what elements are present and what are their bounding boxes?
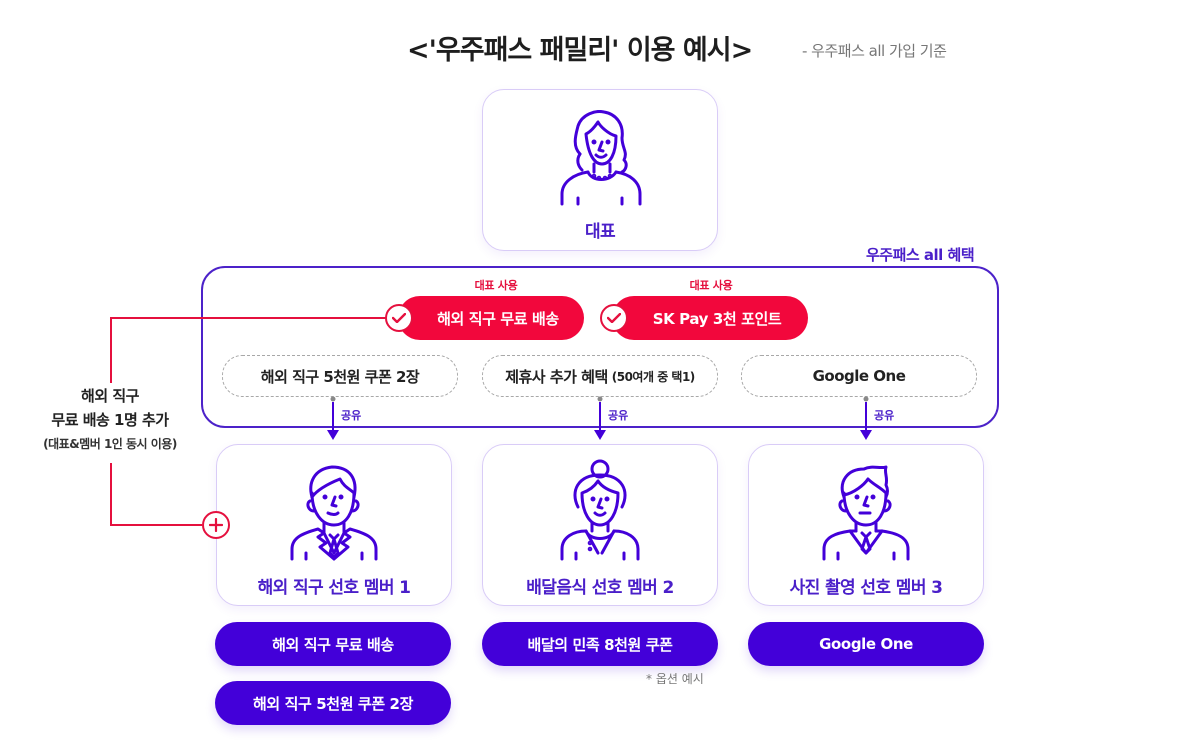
member-benefit-label: 배달의 민족 8천원 쿠폰 [527,635,673,654]
member-label: 배달음식 선호 멤버 2 [526,578,674,598]
share-label: 공유 [341,409,362,422]
representative-label: 대표 [584,222,616,242]
check-circle-icon [600,304,628,332]
member2-benefit-baemin[interactable]: 배달의 민족 8천원 쿠폰 [482,622,718,666]
page-title: <'우주패스 패밀리' 이용 예시> [407,35,753,66]
rep-benefit-label: SK Pay 3천 포인트 [652,309,782,328]
shared-benefit-coupon[interactable]: 해외 직구 5천원 쿠폰 2장 [222,355,458,397]
side-note-line2: 무료 배송 1명 추가 [51,411,169,429]
share-arrow-3 [860,396,872,440]
man-sweater-avatar-icon [822,465,910,561]
member-card-2: 배달음식 선호 멤버 2 [482,444,718,606]
rep-benefit-overseas-shipping[interactable]: 해외 직구 무료 배송 [398,296,584,340]
man-suit-avatar-icon [290,465,378,561]
option-note: * 옵션 예시 [646,672,704,686]
share-label: 공유 [608,409,629,422]
benefits-caption: 우주패스 all 혜택 [866,246,975,264]
page-subtitle: - 우주패스 all 가입 기준 [802,42,947,60]
shared-benefit-google-one[interactable]: Google One [741,355,977,397]
rep-use-tag: 대표 사용 [474,279,518,292]
representative-card: 대표 [482,89,718,251]
share-label: 공유 [874,409,895,422]
member-card-3: 사진 촬영 선호 멤버 3 [748,444,984,606]
plus-circle-icon [202,511,230,539]
shared-benefit-note: (50여개 중 택1) [611,369,696,384]
shared-benefit-label: Google One [812,367,906,385]
member-label: 해외 직구 선호 멤버 1 [257,578,411,598]
side-note: 해외 직구 무료 배송 1명 추가 (대표&멤버 1인 동시 이용) [20,384,200,452]
shared-benefit-label: 해외 직구 5천원 쿠폰 2장 [260,367,420,386]
share-arrow-2 [594,396,606,440]
rep-benefit-label: 해외 직구 무료 배송 [437,309,559,328]
member-benefit-label: Google One [819,635,913,653]
woman-bun-avatar-icon [560,459,640,561]
member1-benefit-shipping[interactable]: 해외 직구 무료 배송 [215,622,451,666]
woman-long-hair-avatar-icon [560,110,642,206]
shared-benefit-partner[interactable]: 제휴사 추가 혜택 (50여개 중 택1) [482,355,718,397]
check-circle-icon [385,304,413,332]
member-card-1: 해외 직구 선호 멤버 1 [216,444,452,606]
shared-benefit-label: 제휴사 추가 혜택 [505,367,608,386]
member1-benefit-coupon[interactable]: 해외 직구 5천원 쿠폰 2장 [215,681,451,725]
rep-use-tag: 대표 사용 [689,279,733,292]
member3-benefit-google-one[interactable]: Google One [748,622,984,666]
side-note-line3: (대표&멤버 1인 동시 이용) [43,437,177,451]
share-arrow-1 [327,396,339,440]
rep-benefit-skpay-points[interactable]: SK Pay 3천 포인트 [612,296,808,340]
member-benefit-label: 해외 직구 5천원 쿠폰 2장 [253,694,413,713]
member-label: 사진 촬영 선호 멤버 3 [789,578,943,598]
side-note-line1: 해외 직구 [81,387,139,405]
member-benefit-label: 해외 직구 무료 배송 [272,635,394,654]
